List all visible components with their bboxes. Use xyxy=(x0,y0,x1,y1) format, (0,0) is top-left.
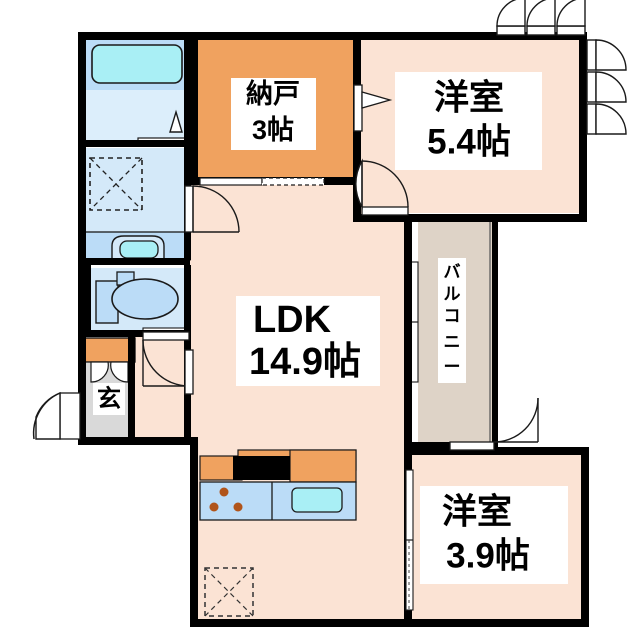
window-right-1 xyxy=(586,39,627,71)
wall-bottom-left xyxy=(78,437,198,445)
shoe-cabinet-doors-icon xyxy=(90,361,109,383)
washbasin-bowl xyxy=(119,240,159,259)
window-right-2 xyxy=(586,71,627,103)
wall-genkan-right xyxy=(128,337,135,445)
washing-machine-space xyxy=(89,157,143,211)
washroom-door xyxy=(184,185,240,233)
bath-door-marker-icon xyxy=(169,109,183,133)
balcony-label-ch5: ー xyxy=(444,357,461,376)
kitchen-sink xyxy=(291,487,343,513)
wall-right-bedroom-south xyxy=(581,447,589,627)
room-labels: 納戸 3帖 洋室 5.4帖 LDK 14.9帖 洋室 3.9帖 xyxy=(93,72,568,584)
bedroom-south-label-line2: 3.9帖 xyxy=(446,536,530,575)
wall-right-bedroom-north xyxy=(579,32,587,222)
label-storage: 納戸 3帖 xyxy=(231,78,316,150)
entry-fixtures xyxy=(83,337,136,383)
bedroom-north-window-left xyxy=(353,84,393,132)
wall-bedroom-north-bottom xyxy=(353,214,587,222)
crossed-box-storage xyxy=(204,567,254,617)
storage-sliding-door xyxy=(199,177,325,186)
balcony-label-ch4: ニ xyxy=(444,332,461,351)
ldk-label-line1: LDK xyxy=(253,299,332,341)
wall-storage-left xyxy=(190,32,198,184)
shoe-cabinet xyxy=(83,337,136,363)
openings xyxy=(32,0,627,611)
ldk-hall-door xyxy=(184,349,194,395)
label-bedroom-south: 洋室 3.9帖 xyxy=(420,486,568,584)
window-right-3 xyxy=(586,103,627,135)
window-top-3 xyxy=(556,0,586,36)
balcony-label-ch3: コ xyxy=(444,306,461,325)
shoe-cabinet-doors-icon-2 xyxy=(110,361,129,383)
bedroom-north-door xyxy=(355,158,409,216)
bedroom-north-label-line2: 5.4帖 xyxy=(427,122,511,161)
toilet-bowl xyxy=(111,278,179,320)
wall-washroom-bottom xyxy=(84,258,190,265)
storage-label-line1: 納戸 xyxy=(246,78,300,109)
kitchen-fixtures xyxy=(199,449,357,521)
storage-cross-a xyxy=(204,567,254,617)
wall-bath-bottom xyxy=(84,140,190,147)
window-top-2 xyxy=(526,0,556,36)
bedroom-south-door xyxy=(449,397,539,451)
wall-bottom-ldk xyxy=(190,619,410,627)
wall-toilet-bottom xyxy=(84,330,191,337)
wall-toilet-left-2 xyxy=(84,265,91,333)
bedroom-north-label-line1: 洋室 xyxy=(434,77,504,117)
bedroom-south-label-line1: 洋室 xyxy=(442,491,512,531)
wall-right-balcony xyxy=(492,216,498,448)
wall-wet-right xyxy=(184,40,191,260)
stove-burner-icon xyxy=(233,502,243,512)
washroom-fixtures xyxy=(83,148,191,261)
wall-top-right-block xyxy=(356,32,587,40)
bedroom-south-window xyxy=(405,469,414,611)
ldk-label-line2: 14.9帖 xyxy=(249,341,361,383)
wall-bottom-bedroom-south xyxy=(404,619,589,627)
kitchen-counter-main-2 xyxy=(289,449,357,483)
toilet-fixtures xyxy=(90,268,190,337)
stove-burner-icon xyxy=(219,487,229,497)
storage-cross-b xyxy=(204,567,254,617)
stove-burner-icon xyxy=(209,502,219,512)
wall-toilet-right xyxy=(184,265,191,333)
label-bedroom-north: 洋室 5.4帖 xyxy=(395,72,542,170)
wall-ldk-left xyxy=(190,437,198,627)
entry-door xyxy=(32,391,81,440)
wall-top-bedroom-south xyxy=(404,447,589,455)
kitchen-wall-block xyxy=(233,456,290,480)
label-ldk: LDK 14.9帖 xyxy=(236,296,380,386)
label-balcony: バ ル コ ニ ー xyxy=(438,258,466,383)
label-genkan: 玄 xyxy=(93,383,125,415)
bathtub xyxy=(91,44,183,84)
wall-ldk-right-upper xyxy=(404,214,412,454)
wall-top-left-block xyxy=(78,32,356,40)
storage-label-line2: 3帖 xyxy=(252,115,294,145)
genkan-label: 玄 xyxy=(97,384,121,412)
ldk-storage-marker xyxy=(204,567,254,617)
wall-left-outer xyxy=(78,32,86,445)
balcony-label-ch2: ル xyxy=(444,284,461,303)
washer-cross-b xyxy=(89,157,143,211)
balcony-label-ch1: バ xyxy=(444,262,461,281)
window-top-1 xyxy=(496,0,526,36)
hall-door xyxy=(142,331,190,387)
bath-fixtures xyxy=(84,38,191,147)
